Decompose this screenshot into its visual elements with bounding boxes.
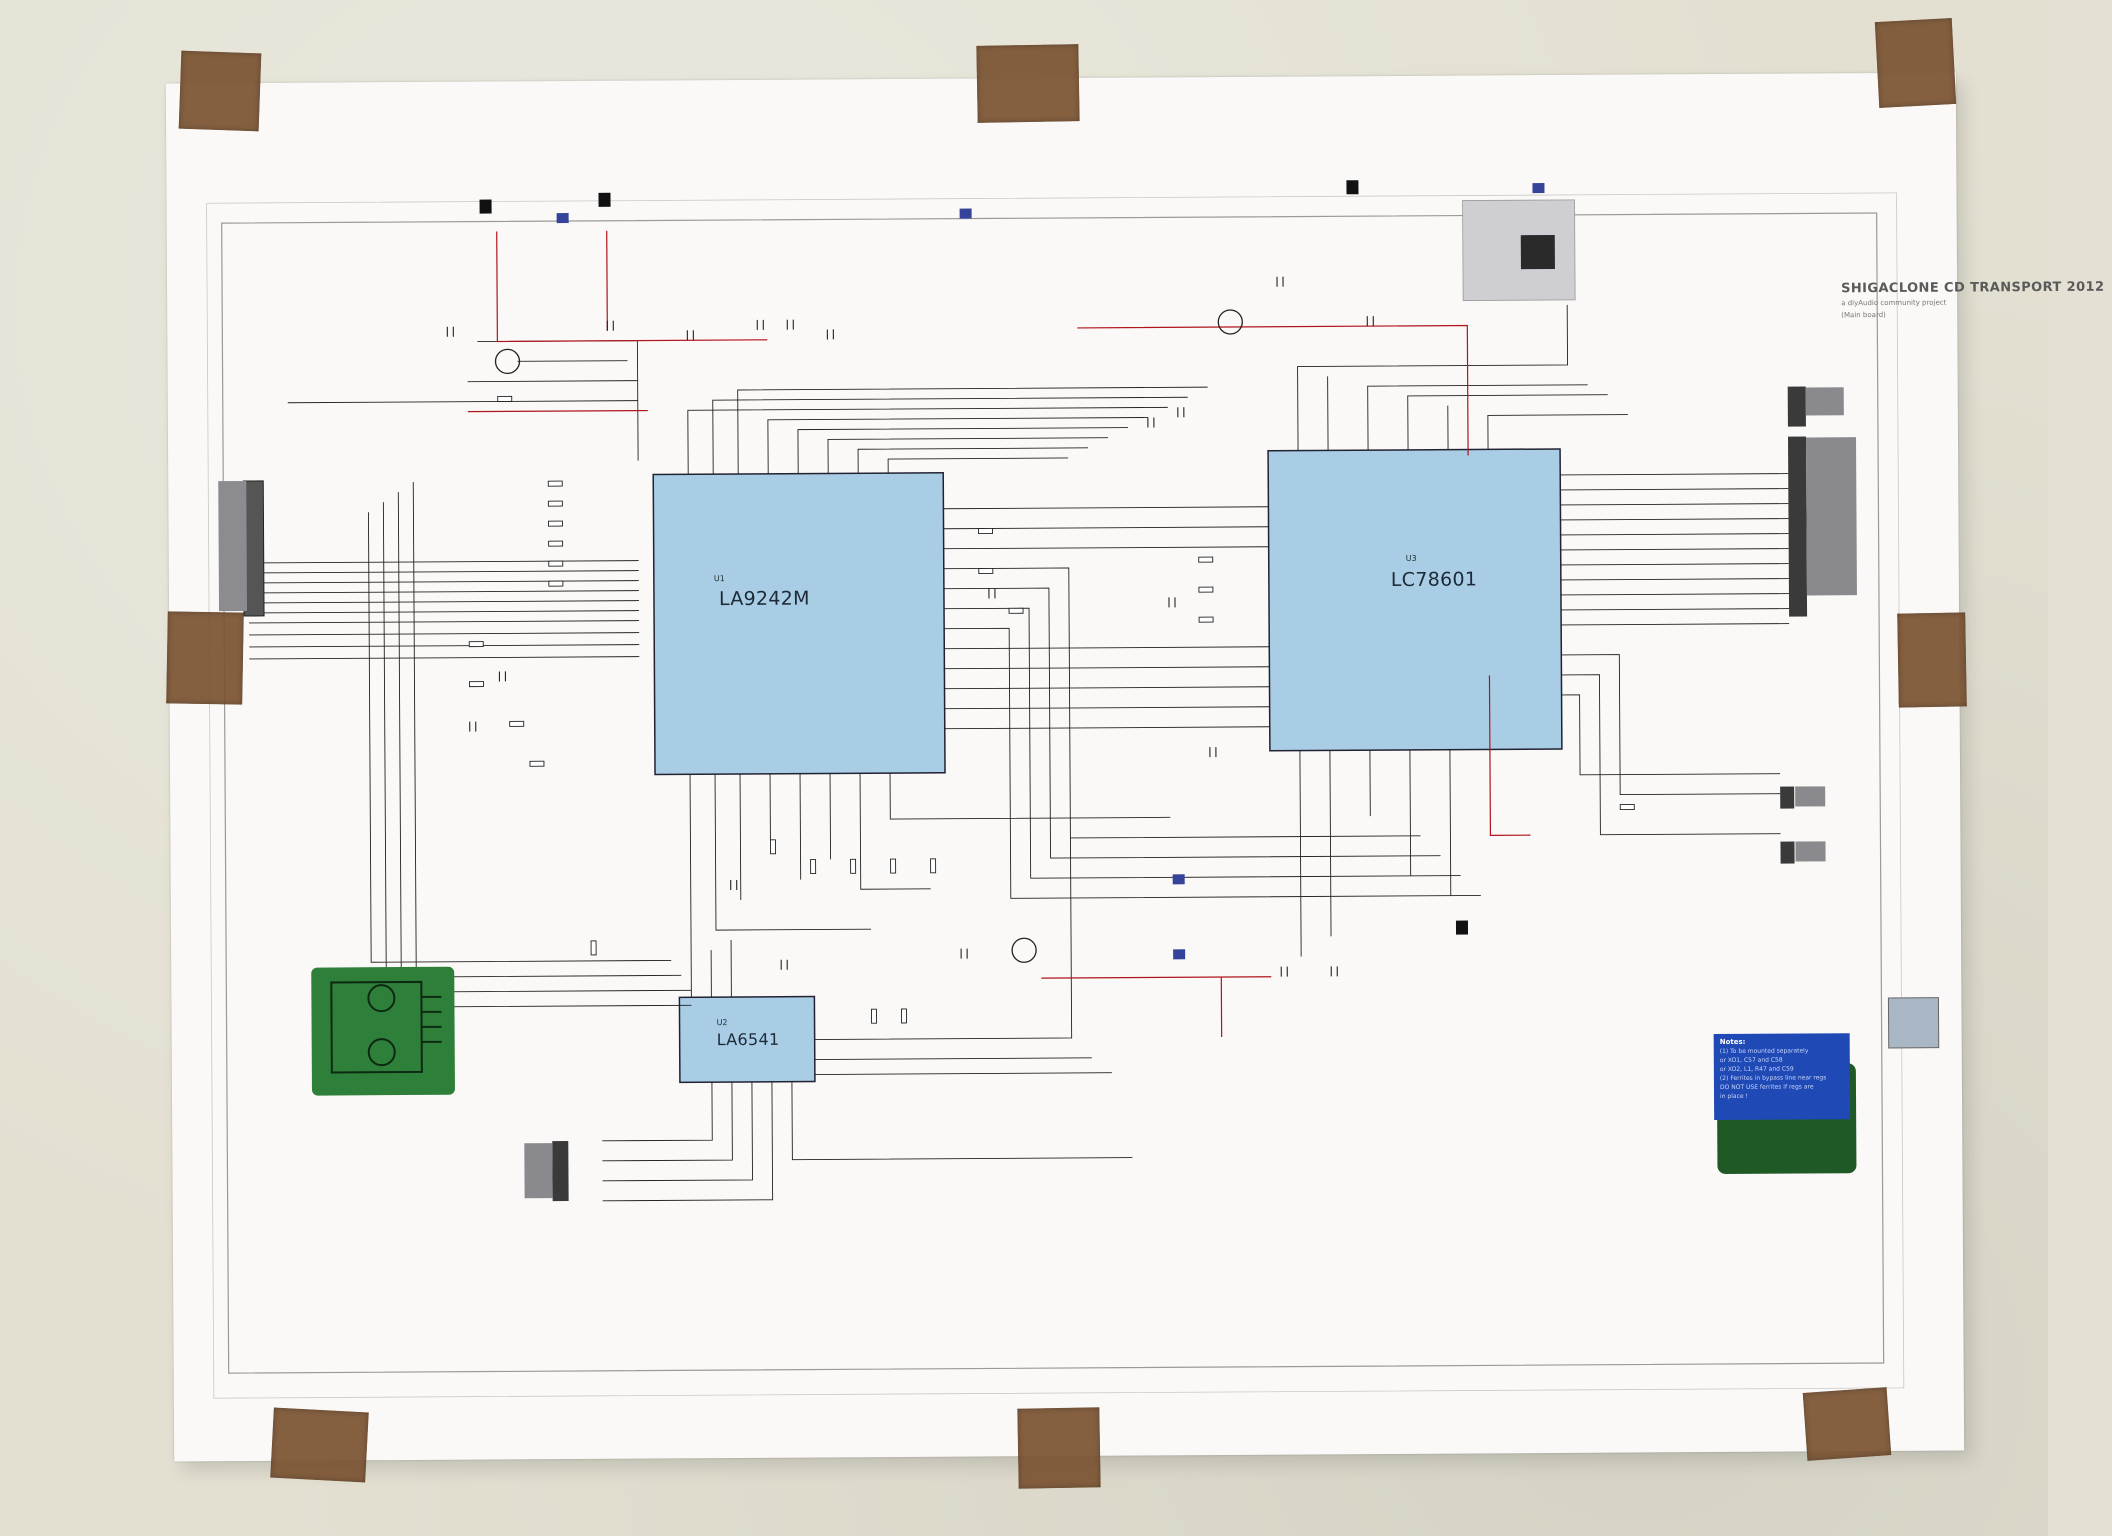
poster-subtitle: a diyAudio community project [1841, 298, 1947, 308]
wires [248, 304, 1790, 1202]
notes-line: (1) To be mounted separately [1719, 1047, 1809, 1056]
u2-designator: U2 [716, 1018, 728, 1028]
tape-icon [1897, 612, 1967, 708]
notes-line: in place ! [1720, 1092, 1748, 1101]
right-connector-label [1806, 437, 1857, 596]
tape-icon [976, 44, 1080, 123]
chip-u2-body [678, 995, 816, 1084]
tape-icon [166, 611, 244, 705]
poster-board-label: (Main board) [1841, 310, 1886, 320]
capacitors [446, 276, 1374, 977]
crystal-footprint [1887, 997, 1940, 1049]
oscillator-chip [1520, 234, 1555, 270]
u2-part-label: LA6541 [716, 1029, 780, 1050]
power-wires [467, 230, 1531, 1038]
supply-markers [479, 180, 1469, 935]
tape-icon [1802, 1387, 1892, 1461]
transistor-icon [494, 309, 1243, 963]
drawing-frame [221, 212, 1885, 1374]
u3-designator: U3 [1405, 553, 1417, 563]
notes-line: or XO1, C57 and C58 [1719, 1056, 1783, 1065]
pcb-icon [311, 966, 455, 1096]
notes-box: Notes: (1) To be mounted separately or X… [1713, 1033, 1851, 1121]
blue-tags [556, 183, 1545, 960]
notes-heading: Notes: [1719, 1037, 1746, 1047]
outer-frame [206, 192, 1905, 1399]
connector-icon [1780, 841, 1795, 864]
chip-u1-body [652, 471, 946, 776]
tape-icon [1017, 1407, 1101, 1489]
left-connector-label [218, 480, 248, 612]
connector-icon [1787, 386, 1806, 427]
u1-part-label: LA9242M [718, 587, 810, 611]
notes-line: or XO2, L1, R47 and C59 [1719, 1065, 1794, 1074]
notes-line: DO NOT USE ferrites if regs are [1719, 1083, 1814, 1092]
connector-icon [1780, 786, 1795, 809]
u1-designator: U1 [713, 574, 725, 584]
notes-line: (2) Ferrites in bypass line near regs [1719, 1074, 1827, 1083]
passive-components [468, 395, 1635, 1024]
chip-u3-body [1267, 448, 1563, 752]
u3-part-label: LC78601 [1390, 568, 1478, 592]
schematic-poster: U1 LA9242M U3 LC78601 U2 LA6541 SHIGACLO… [165, 72, 2104, 1462]
tape-icon [270, 1407, 369, 1483]
connector-icon [552, 1141, 569, 1202]
tape-icon [178, 50, 262, 132]
right-connector-label-top [1805, 387, 1844, 416]
oscillator-block [1462, 199, 1576, 301]
poster-title: SHIGACLONE CD TRANSPORT 2012 [1841, 279, 2105, 297]
schematic-drawing [206, 180, 1940, 1399]
tape-icon [1874, 18, 1957, 108]
connector-icon [1787, 436, 1808, 617]
